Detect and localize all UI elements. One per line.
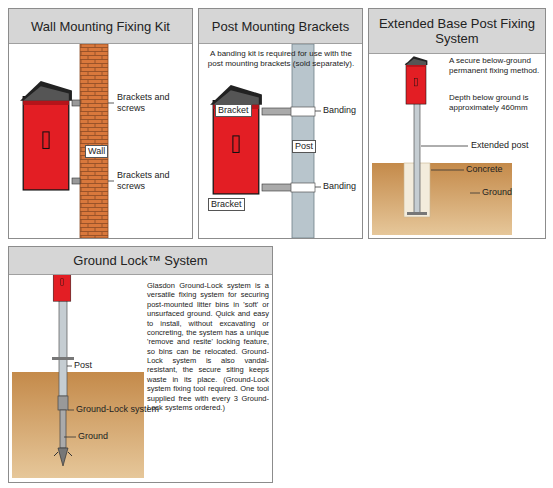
panel-note: Glasdon Ground-Lock system is a versatil… [147, 281, 269, 412]
part-label: Concrete [466, 164, 503, 175]
part-label: Post [74, 360, 92, 371]
part-label: Bracket [208, 198, 245, 211]
panel-note: A secure below-ground permanent fixing m… [449, 56, 543, 76]
panel-title: Post Mounting Brackets [199, 9, 362, 44]
part-label: Brackets and screws [117, 170, 179, 192]
part-label: Bracket [215, 104, 252, 117]
part-label: Post [292, 140, 316, 153]
part-label: Ground [482, 187, 512, 198]
panel-box: Ground Lock™ SystemGlasdon Ground-Lock s… [8, 246, 273, 483]
part-label: Ground [78, 431, 108, 442]
panel-title: Extended Base Post Fixing System [369, 9, 545, 54]
part-label: Wall [85, 145, 108, 158]
part-label: Banding [323, 181, 356, 192]
part-label: Brackets and screws [117, 92, 179, 114]
panel-title: Ground Lock™ System [9, 247, 272, 275]
panel-title: Wall Mounting Fixing Kit [9, 9, 192, 44]
panel-box: Extended Base Post Fixing SystemA secure… [368, 8, 546, 239]
panel-box: Wall Mounting Fixing Kit [8, 8, 193, 239]
panel-note: Depth below ground is approximately 460m… [449, 93, 543, 113]
panel-note: A banding kit is required for use with t… [205, 49, 357, 69]
part-label: Ground-Lock system [76, 404, 159, 415]
part-label: Extended post [471, 140, 529, 151]
part-label: Banding [323, 105, 356, 116]
